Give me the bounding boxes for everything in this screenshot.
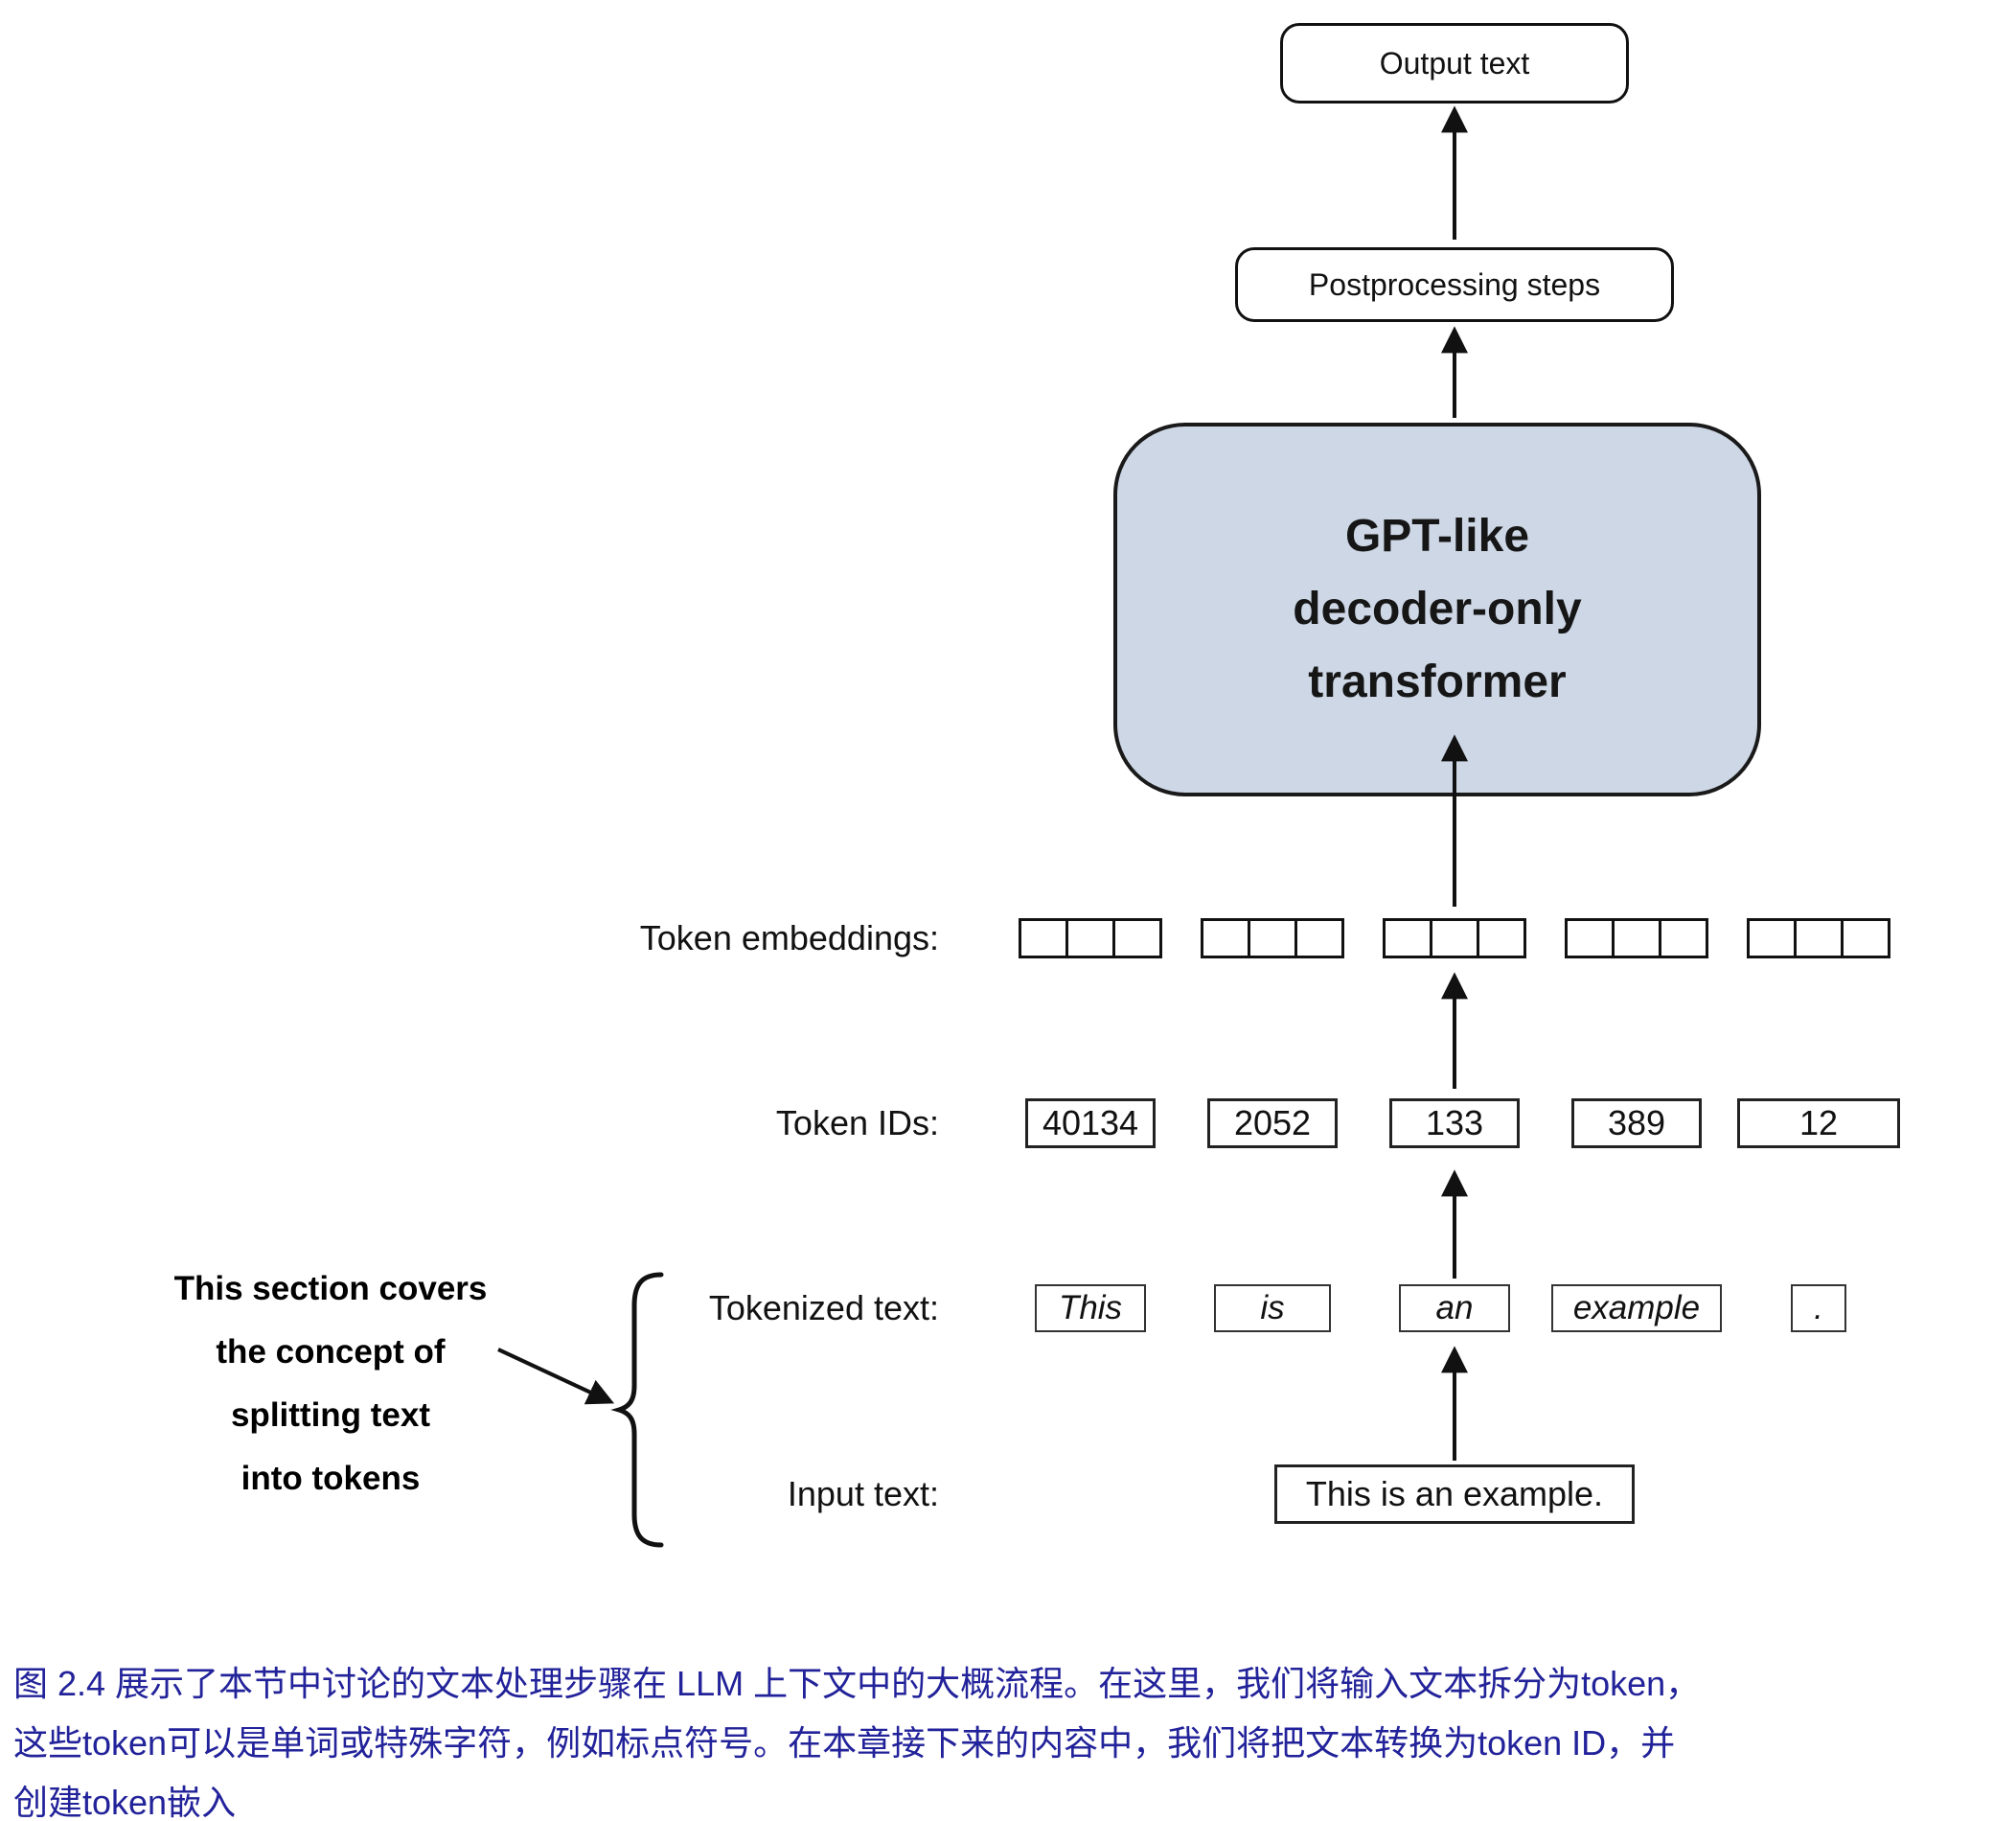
token-id-box: 133 bbox=[1389, 1098, 1520, 1148]
transformer-line-2: decoder-only bbox=[1293, 584, 1582, 635]
caption-line: 图 2.4 展示了本节中讨论的文本处理步骤在 LLM 上下文中的大概流程。在这里… bbox=[13, 1664, 1701, 1703]
transformer-line-1: GPT-like bbox=[1344, 511, 1530, 563]
embedding-cell bbox=[1747, 918, 1797, 958]
input-text-label: Input text: bbox=[787, 1474, 939, 1513]
token-ids-label: Token IDs: bbox=[775, 1103, 939, 1142]
token-id-box: 40134 bbox=[1025, 1098, 1156, 1148]
token-id-box: 2052 bbox=[1207, 1098, 1338, 1148]
annotation-arrow-icon bbox=[497, 1348, 615, 1405]
embedding-cell bbox=[1383, 918, 1432, 958]
token-box: . bbox=[1791, 1284, 1846, 1332]
embedding-cell bbox=[1477, 918, 1526, 958]
embedding-cell bbox=[1565, 918, 1615, 958]
embedding-cell bbox=[1065, 918, 1115, 958]
tokenized-text-row: This is an example . bbox=[999, 1284, 1910, 1332]
embedding-cell bbox=[1841, 918, 1890, 958]
token-embeddings-row bbox=[999, 918, 1910, 958]
embedding-group bbox=[999, 918, 1181, 958]
token-box: This bbox=[1035, 1284, 1146, 1332]
caption-line: 创建token嵌入 bbox=[13, 1783, 237, 1821]
transformer-line-3: transformer bbox=[1308, 656, 1567, 707]
transformer-box: GPT-like decoder-only transformer bbox=[1113, 423, 1761, 796]
embedding-cell bbox=[1248, 918, 1297, 958]
embedding-group bbox=[1546, 918, 1728, 958]
embedding-cell bbox=[1659, 918, 1708, 958]
embedding-group bbox=[1728, 918, 1910, 958]
token-box: example bbox=[1551, 1284, 1722, 1332]
embedding-cell bbox=[1612, 918, 1661, 958]
embedding-cell bbox=[1019, 918, 1068, 958]
annotation-line: the concept of bbox=[216, 1333, 446, 1371]
tokenized-text-label: Tokenized text: bbox=[708, 1288, 939, 1327]
caption-line: 这些token可以是单词或特殊字符，例如标点符号。在本章接下来的内容中，我们将把… bbox=[13, 1723, 1676, 1763]
input-text-box: This is an example. bbox=[1274, 1464, 1635, 1524]
postprocessing-steps-box: Postprocessing steps bbox=[1235, 247, 1674, 322]
annotation-line: This section covers bbox=[173, 1270, 488, 1307]
figure-caption: 图 2.4 展示了本节中讨论的文本处理步骤在 LLM 上下文中的大概流程。在这里… bbox=[13, 1654, 2006, 1821]
token-box: is bbox=[1214, 1284, 1331, 1332]
annotation-line: splitting text bbox=[230, 1396, 431, 1434]
embedding-group bbox=[1363, 918, 1546, 958]
token-id-box: 389 bbox=[1571, 1098, 1702, 1148]
embedding-cell bbox=[1430, 918, 1479, 958]
token-ids-row: 40134 2052 133 389 12 bbox=[999, 1098, 1910, 1148]
token-embeddings-label: Token embeddings: bbox=[639, 918, 939, 957]
token-box: an bbox=[1399, 1284, 1510, 1332]
token-id-box: 12 bbox=[1737, 1098, 1900, 1148]
output-text-box: Output text bbox=[1280, 23, 1629, 104]
embedding-group bbox=[1181, 918, 1363, 958]
annotation-line: into tokens bbox=[241, 1460, 421, 1497]
embedding-cell bbox=[1201, 918, 1250, 958]
embedding-cell bbox=[1294, 918, 1344, 958]
embedding-cell bbox=[1112, 918, 1162, 958]
embedding-cell bbox=[1794, 918, 1844, 958]
section-annotation: This section covers the concept of split… bbox=[153, 1257, 508, 1510]
